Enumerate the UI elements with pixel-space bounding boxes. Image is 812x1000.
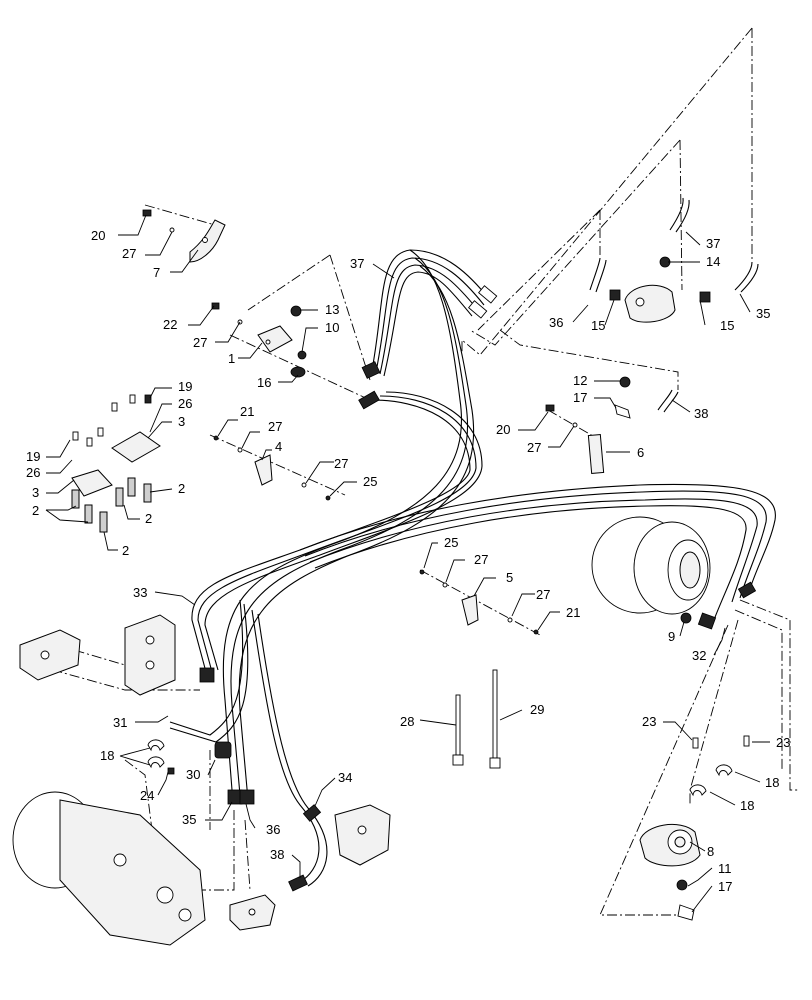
- valve-blocks-left: [19, 614, 176, 696]
- callout-15: 15: [591, 318, 605, 333]
- callout-27: 27: [474, 552, 488, 567]
- callout-19: 19: [26, 449, 40, 464]
- callout-3: 3: [32, 485, 39, 500]
- callout-10: 10: [325, 320, 339, 335]
- callout-23: 23: [776, 735, 790, 750]
- callout-26: 26: [178, 396, 192, 411]
- callout-35: 35: [756, 306, 770, 321]
- callout-37: 37: [706, 236, 720, 251]
- hose-end-fittings: [199, 285, 757, 805]
- callout-34: 34: [338, 770, 352, 785]
- callout-19: 19: [178, 379, 192, 394]
- bracket-5: [419, 569, 539, 635]
- callout-21: 21: [566, 605, 580, 620]
- callout-38: 38: [694, 406, 708, 421]
- callout-33: 33: [133, 585, 147, 600]
- callout-31: 31: [113, 715, 127, 730]
- callout-18: 18: [740, 798, 754, 813]
- callout-12: 12: [573, 373, 587, 388]
- callout-27: 27: [536, 587, 550, 602]
- plate-3-group: [71, 394, 161, 533]
- callout-2: 2: [145, 511, 152, 526]
- bracket-4: [213, 435, 331, 501]
- motor-8: [639, 824, 701, 921]
- callout-17: 17: [573, 390, 587, 405]
- hose-bundle: [169, 249, 776, 887]
- callout-1: 1: [228, 351, 235, 366]
- callout-18: 18: [765, 775, 779, 790]
- callout-18: 18: [100, 748, 114, 763]
- callout-4: 4: [275, 439, 282, 454]
- bracket-7: [142, 209, 226, 263]
- callout-labels: 20 27 7 37 37 14 36 15 15 35 22 13 27 10…: [26, 228, 790, 894]
- leader-lines: [45, 214, 770, 913]
- motor-assembly-top: [589, 197, 759, 419]
- callout-29: 29: [530, 702, 544, 717]
- callout-27: 27: [334, 456, 348, 471]
- control-valves-bottom: [229, 804, 391, 931]
- callout-23: 23: [642, 714, 656, 729]
- callout-8: 8: [707, 844, 714, 859]
- callout-36: 36: [549, 315, 563, 330]
- callout-27: 27: [268, 419, 282, 434]
- callout-36: 36: [266, 822, 280, 837]
- callout-16: 16: [257, 375, 271, 390]
- callout-35: 35: [182, 812, 196, 827]
- callout-32: 32: [692, 648, 706, 663]
- callout-22: 22: [163, 317, 177, 332]
- callout-17: 17: [718, 879, 732, 894]
- final-drive-motor: [591, 516, 711, 624]
- callout-25: 25: [444, 535, 458, 550]
- phantom-lines: [34, 27, 800, 916]
- callout-13: 13: [325, 302, 339, 317]
- callout-30: 30: [186, 767, 200, 782]
- callout-27: 27: [193, 335, 207, 350]
- callout-6: 6: [637, 445, 644, 460]
- callout-2: 2: [32, 503, 39, 518]
- callout-37: 37: [350, 256, 364, 271]
- callout-28: 28: [400, 714, 414, 729]
- callout-2: 2: [178, 481, 185, 496]
- callout-25: 25: [363, 474, 377, 489]
- callout-7: 7: [153, 265, 160, 280]
- callout-20: 20: [91, 228, 105, 243]
- plate-1: [211, 302, 307, 378]
- hydraulic-pump: [12, 791, 206, 946]
- callout-9: 9: [668, 629, 675, 644]
- callout-14: 14: [706, 254, 720, 269]
- callout-15: 15: [720, 318, 734, 333]
- callout-27: 27: [527, 440, 541, 455]
- callout-24: 24: [140, 788, 154, 803]
- callout-5: 5: [506, 570, 513, 585]
- cable-ties: [452, 669, 501, 769]
- callout-11: 11: [718, 861, 732, 876]
- clamps-18: [147, 735, 750, 797]
- callout-38: 38: [270, 847, 284, 862]
- callout-3: 3: [178, 414, 185, 429]
- bracket-6: [545, 404, 605, 474]
- callout-27: 27: [122, 246, 136, 261]
- callout-2: 2: [122, 543, 129, 558]
- callout-21: 21: [240, 404, 254, 419]
- callout-26: 26: [26, 465, 40, 480]
- callout-20: 20: [496, 422, 510, 437]
